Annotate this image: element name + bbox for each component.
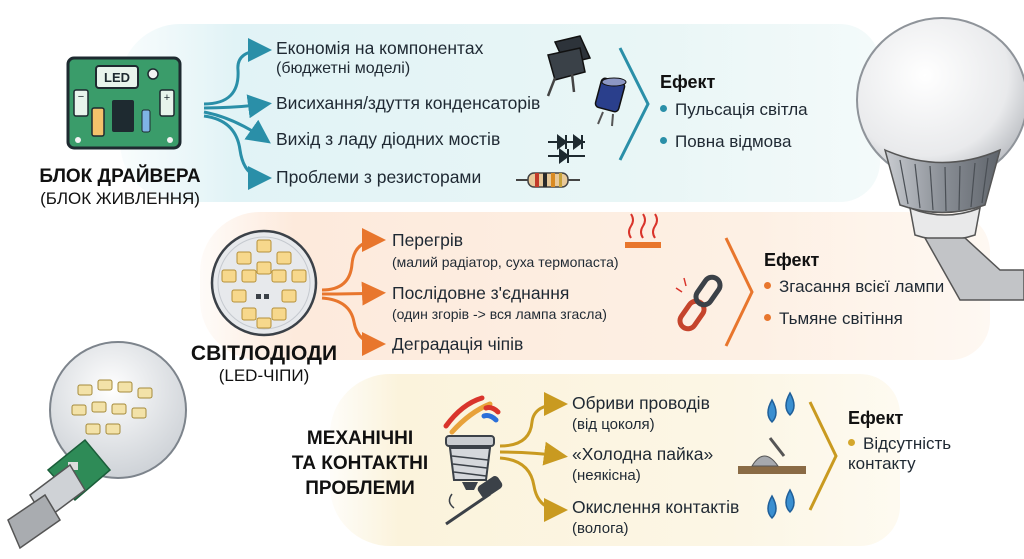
resistor-icon [516, 172, 580, 188]
driver-effect-2: Повна відмова [660, 132, 791, 152]
driver-title: БЛОК ДРАЙВЕРА [39, 166, 201, 187]
bullet-icon [764, 282, 771, 290]
mechanical-title-line-3: ПРОБЛЕМИ [305, 478, 415, 499]
driver-chevron [618, 47, 650, 161]
water-drops-icon-2 [767, 488, 795, 520]
leds-cause-2: Послідовне з'єднання [392, 283, 570, 303]
transparent-led-bulb-icon [7, 341, 187, 550]
mech-cause-3: Окислення контактів [572, 497, 740, 517]
leds-arrows [321, 228, 386, 356]
leds-effect-2: Тьмяне світіння [764, 309, 903, 329]
led-driver-board-icon: LED − + [66, 56, 182, 150]
mech-cause-2: «Холодна пайка» [572, 444, 714, 464]
mech-cause-1: Обриви проводів [572, 393, 710, 413]
leds-cause-2-note: (один згорів -> вся лампа згасла) [392, 306, 607, 322]
driver-cause-1-note: (бюджетні моделі) [276, 60, 411, 77]
mechanical-title-line-2: ТА КОНТАКТНІ [291, 453, 429, 474]
leds-chevron [724, 237, 754, 347]
driver-arrows [203, 38, 272, 190]
mech-effect-1: Відсутність контакту [848, 434, 952, 473]
mech-cause-2-note: (неякісна) [572, 467, 641, 484]
led-bulb-icon [856, 17, 1024, 301]
broken-chain-icon [675, 274, 723, 332]
driver-cause-3: Вихід з ладу діодних мостів [276, 129, 501, 149]
svg-text:+: + [164, 92, 170, 104]
soldering-iron-icon [445, 476, 503, 526]
leds-effect-title: Ефект [764, 250, 820, 270]
leds-effect-1: Згасання всієї лампи [764, 277, 944, 297]
mechanical-title-line-1: МЕХАНІЧНІ [306, 428, 414, 449]
bullet-icon [660, 137, 667, 145]
bullet-icon [848, 439, 855, 447]
mechanical-section-band [330, 374, 900, 546]
driver-effect-1: Пульсація світла [660, 100, 808, 120]
led-label: LED [104, 70, 130, 85]
leds-cause-3: Деградація чіпів [392, 334, 524, 354]
bullet-icon [660, 105, 667, 113]
mechanical-arrows [499, 392, 568, 522]
capacitor-icon [594, 77, 627, 127]
leds-title: СВІТЛОДІОДИ [190, 342, 338, 365]
lamp-base-icon [445, 435, 495, 490]
leds-cause-1: Перегрів [392, 230, 464, 250]
leds-cause-1-note: (малий радіатор, суха термопаста) [392, 254, 619, 270]
solder-joint-icon [738, 437, 806, 474]
driver-cause-4: Проблеми з резисторами [276, 167, 482, 187]
mech-cause-1-note: (від цоколя) [572, 416, 655, 433]
driver-cause-1: Економія на компонентах [276, 38, 484, 58]
driver-effect-title: Ефект [660, 72, 716, 92]
heat-icon [625, 213, 661, 248]
leds-subtitle: (LED-ЧІПИ) [218, 366, 310, 385]
wires-icon [443, 395, 501, 435]
broken-capacitor-icon [546, 35, 592, 97]
driver-cause-2: Висихання/здуття конденсаторів [276, 93, 541, 113]
mech-effect-title: Ефект [848, 408, 904, 428]
svg-text:−: − [78, 91, 84, 103]
driver-subtitle: (БЛОК ЖИВЛЕННЯ) [40, 189, 200, 208]
led-chip-board-icon [210, 229, 318, 337]
bullet-icon [764, 314, 771, 322]
diode-bridge-icon [548, 134, 585, 164]
water-drops-icon [767, 391, 795, 424]
mechanical-chevron [808, 401, 838, 511]
mech-cause-3-note: (волога) [572, 520, 629, 537]
leds-section-band [200, 212, 990, 360]
